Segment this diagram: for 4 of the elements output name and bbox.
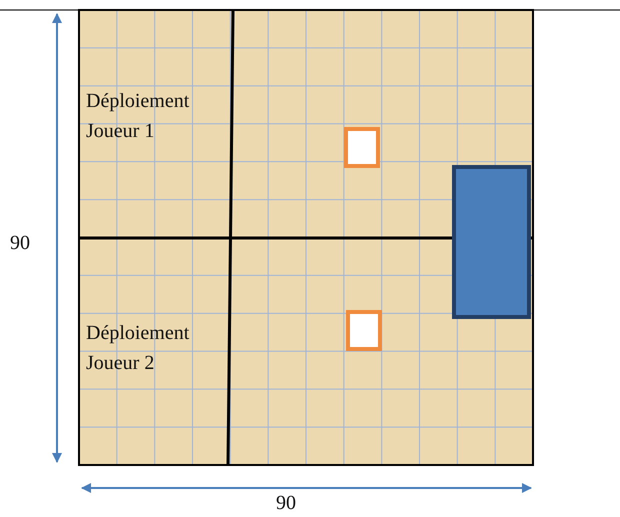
zone-label: Déploiement Joueur 1 — [86, 89, 190, 144]
zone-label: Déploiement Joueur 2 — [86, 321, 190, 376]
dimension-label: 90 — [10, 231, 31, 256]
dimension-label: 90 — [276, 491, 297, 516]
